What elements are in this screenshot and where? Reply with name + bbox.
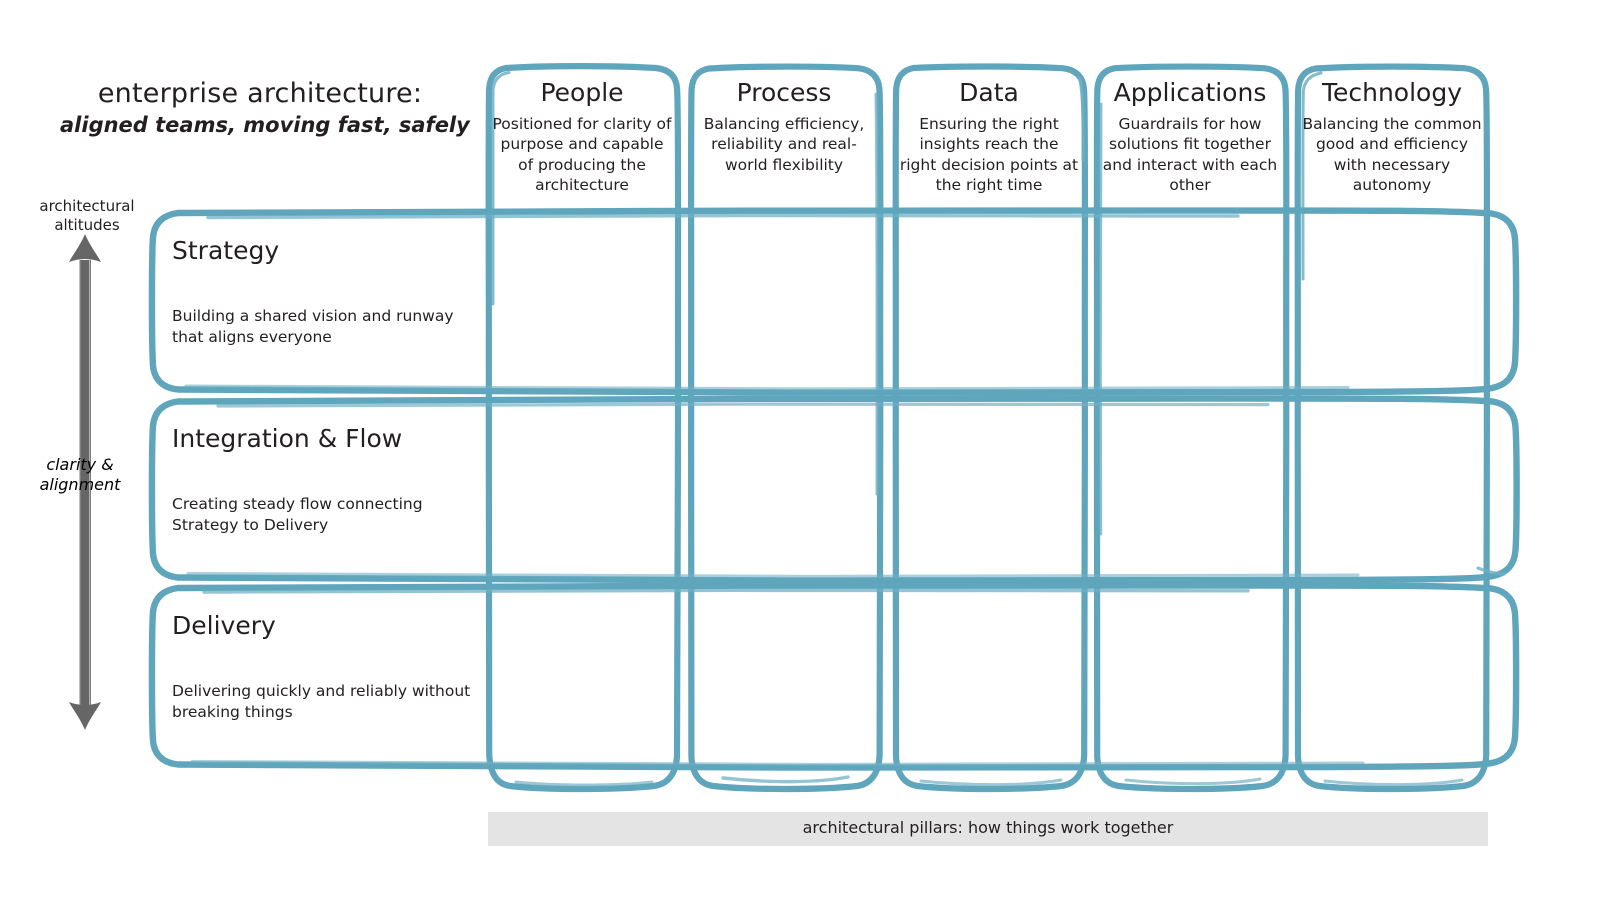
title-primary: enterprise architecture: (97, 78, 423, 109)
column-header-data: Data Ensuring the right insights reach t… (899, 80, 1079, 196)
cell-strategy-process[interactable] (694, 218, 874, 384)
cell-delivery-people[interactable] (492, 593, 672, 759)
column-title-applications: Applications (1113, 78, 1267, 107)
row-header-strategy: Strategy Building a shared vision and ru… (172, 238, 472, 349)
column-desc-technology: Balancing the common good and efficiency… (1302, 115, 1482, 195)
column-title-people: People (540, 78, 624, 107)
cell-integration-and-flow-applications[interactable] (1100, 406, 1280, 572)
row-title-delivery: Delivery (172, 611, 276, 640)
column-header-technology: Technology Balancing the common good and… (1301, 80, 1483, 196)
cell-integration-and-flow-technology[interactable] (1301, 406, 1481, 572)
axis-caption-line2: altitudes (54, 215, 120, 234)
axis-label-clarity-alignment: clarity & alignment (20, 455, 140, 496)
column-desc-process: Balancing efficiency, reliability and re… (703, 115, 865, 174)
column-title-process: Process (736, 78, 832, 107)
page-title: enterprise architecture: aligned teams, … (60, 78, 470, 137)
column-title-technology: Technology (1321, 78, 1463, 107)
footer-label: architectural pillars: how things work t… (802, 818, 1174, 837)
cell-strategy-applications[interactable] (1100, 218, 1280, 384)
row-desc-strategy: Building a shared vision and runway that… (172, 307, 454, 347)
cell-integration-and-flow-people[interactable] (492, 406, 672, 572)
cell-strategy-technology[interactable] (1301, 218, 1481, 384)
cell-delivery-process[interactable] (694, 593, 874, 759)
cell-integration-and-flow-data[interactable] (899, 406, 1079, 572)
cell-integration-and-flow-process[interactable] (694, 406, 874, 572)
axis-caption-altitudes: architectural altitudes (14, 197, 160, 235)
column-desc-data: Ensuring the right insights reach the ri… (899, 115, 1079, 195)
row-desc-delivery: Delivering quickly and reliably without … (172, 682, 471, 722)
row-header-delivery: Delivery Delivering quickly and reliably… (172, 613, 472, 724)
column-desc-people: Positioned for clarity of purpose and ca… (492, 115, 672, 195)
row-header-integration-and-flow: Integration & Flow Creating steady flow … (172, 426, 472, 537)
cell-strategy-data[interactable] (899, 218, 1079, 384)
axis-mid-line2: alignment (39, 475, 121, 495)
column-header-process: Process Balancing efficiency, reliabilit… (694, 80, 874, 175)
cell-delivery-applications[interactable] (1100, 593, 1280, 759)
row-desc-integration-and-flow: Creating steady flow connecting Strategy… (172, 495, 423, 535)
row-title-integration-and-flow: Integration & Flow (172, 424, 403, 453)
row-title-strategy: Strategy (172, 236, 280, 265)
footer-band (488, 812, 1488, 846)
title-subtitle: aligned teams, moving fast, safely (60, 113, 470, 137)
column-title-data: Data (959, 78, 1019, 107)
architectural-altitudes-arrow-icon (58, 232, 112, 736)
cell-delivery-data[interactable] (899, 593, 1079, 759)
axis-mid-line1: clarity & (46, 455, 114, 474)
column-header-applications: Applications Guardrails for how solution… (1100, 80, 1280, 196)
cell-strategy-people[interactable] (492, 218, 672, 384)
cell-delivery-technology[interactable] (1301, 593, 1481, 759)
column-header-people: People Positioned for clarity of purpose… (492, 80, 672, 196)
column-desc-applications: Guardrails for how solutions fit togethe… (1102, 115, 1278, 195)
axis-caption-line1: architectural (39, 197, 135, 215)
